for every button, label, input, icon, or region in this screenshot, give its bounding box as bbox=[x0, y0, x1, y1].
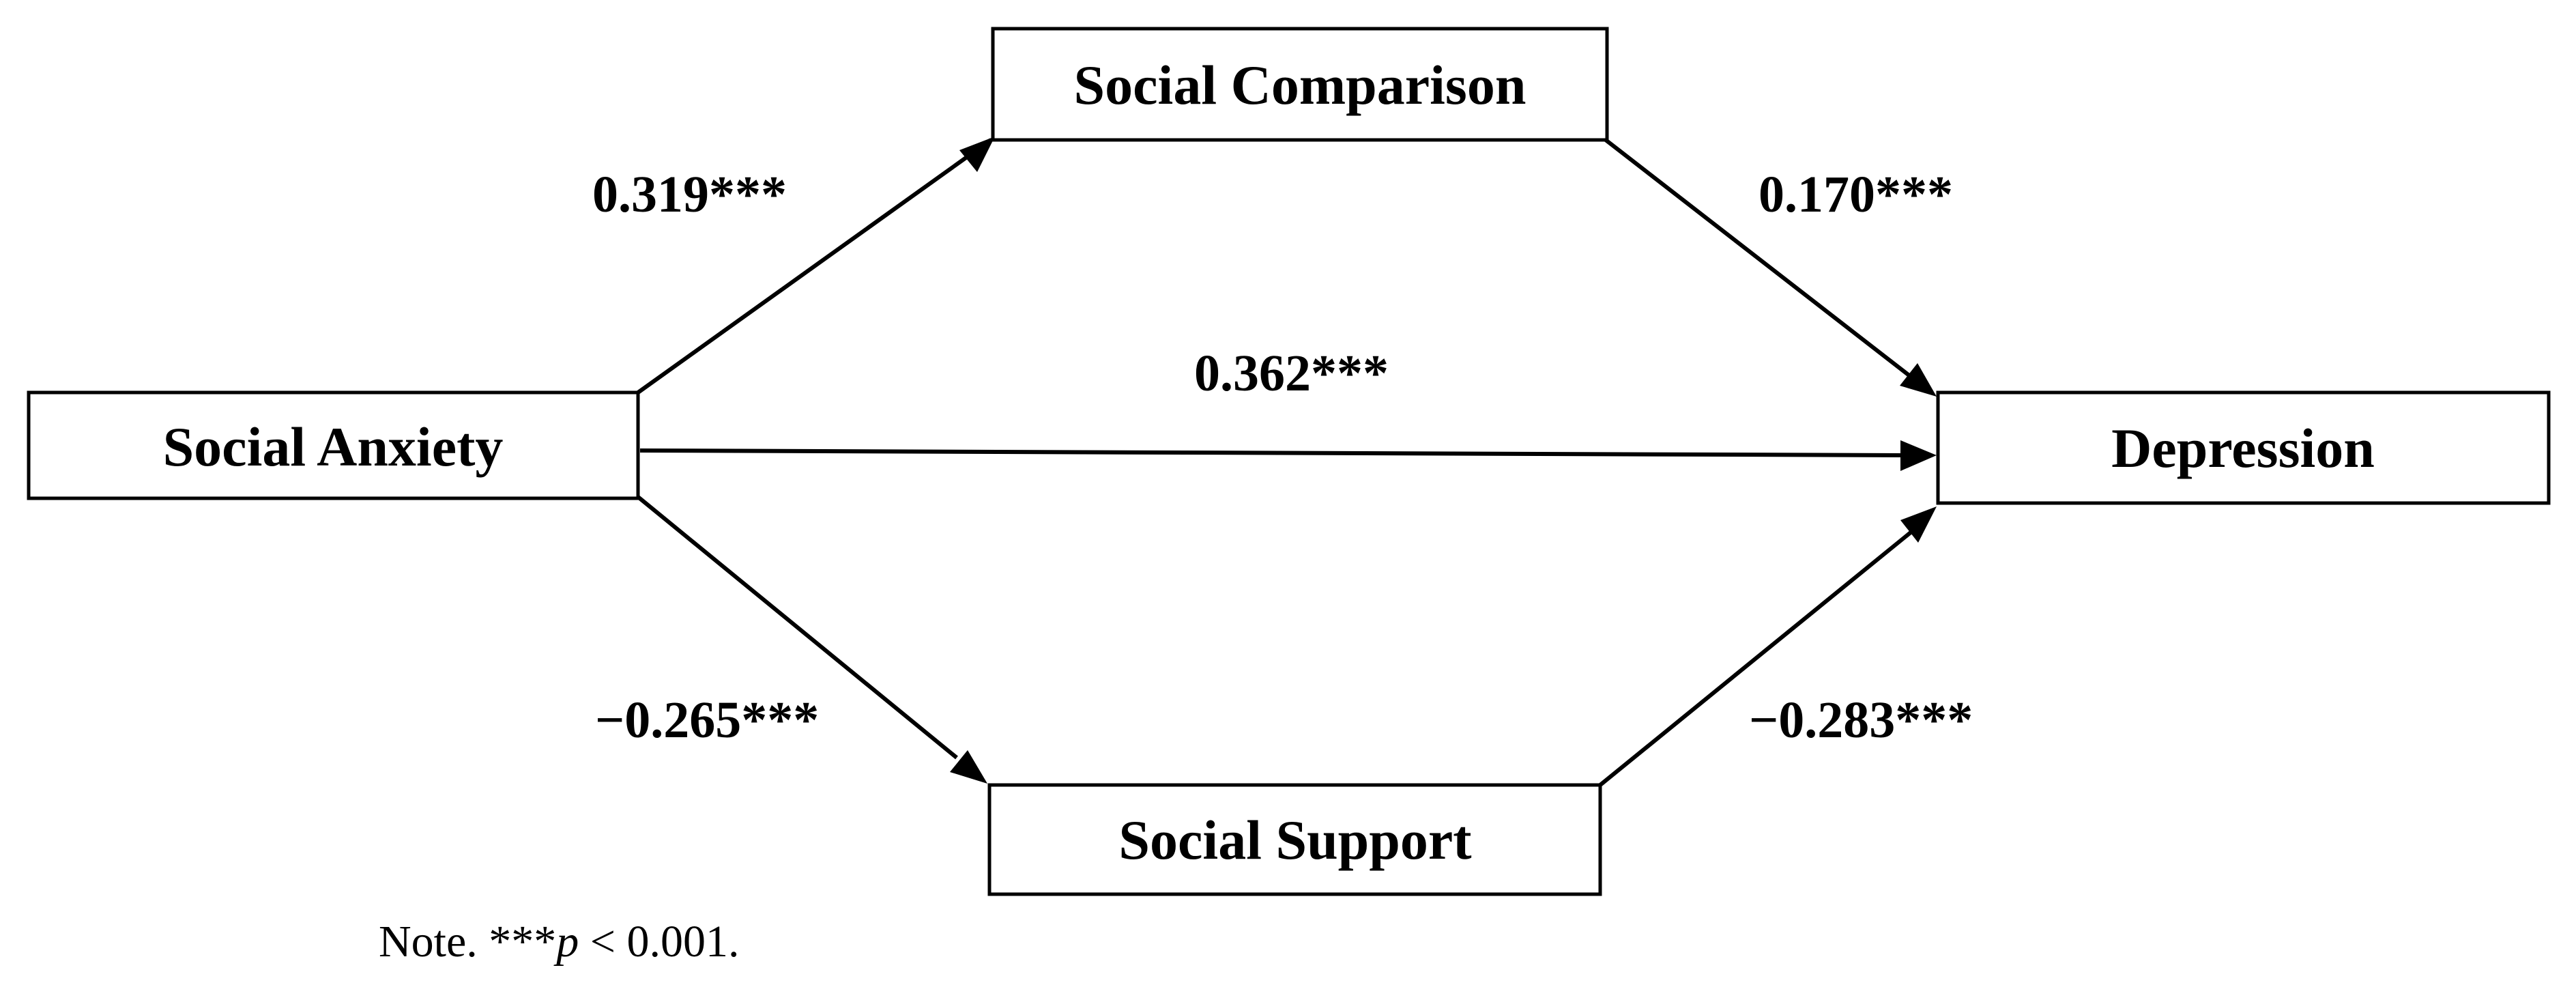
coef-anxiety-to-depression: 0.362*** bbox=[1194, 345, 1389, 402]
arrow-support-to-depression bbox=[1599, 530, 1912, 787]
node-social-comparison-label: Social Comparison bbox=[1074, 54, 1526, 116]
node-depression: Depression bbox=[1936, 390, 2551, 505]
coef-anxiety-to-comparison: 0.319*** bbox=[592, 166, 787, 223]
arrowhead-depression-mid bbox=[1900, 440, 1937, 471]
note-suffix: < 0.001. bbox=[579, 917, 740, 967]
node-social-anxiety: Social Anxiety bbox=[27, 390, 640, 500]
significance-note: Note. ***p < 0.001. bbox=[379, 916, 740, 968]
node-social-support-label: Social Support bbox=[1118, 809, 1471, 871]
note-p-symbol: p bbox=[556, 917, 579, 967]
arrowhead-depression-top bbox=[1900, 363, 1937, 397]
arrowhead-support bbox=[950, 750, 987, 784]
arrowhead-comparison bbox=[959, 137, 995, 172]
arrow-comparison-to-depression bbox=[1604, 138, 1933, 395]
coef-anxiety-to-support: −0.265*** bbox=[595, 691, 819, 749]
coef-comparison-to-depression: 0.170*** bbox=[1759, 166, 1953, 223]
coef-support-to-depression: −0.283*** bbox=[1749, 691, 1973, 749]
node-social-anxiety-label: Social Anxiety bbox=[163, 416, 504, 478]
arrow-anxiety-to-comparison bbox=[637, 138, 992, 395]
arrow-anxiety-to-support bbox=[637, 495, 958, 760]
note-prefix: Note. *** bbox=[379, 917, 557, 967]
arrow-anxiety-to-depression bbox=[639, 448, 1905, 457]
arrowhead-depression-bottom bbox=[1900, 506, 1937, 543]
node-depression-label: Depression bbox=[2111, 417, 2375, 479]
node-social-support: Social Support bbox=[987, 783, 1602, 896]
node-social-comparison: Social Comparison bbox=[991, 27, 1609, 142]
